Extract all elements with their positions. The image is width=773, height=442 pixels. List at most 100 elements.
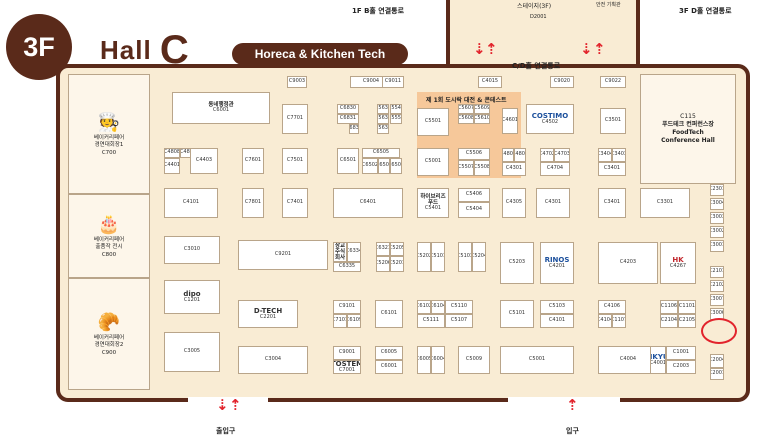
booth-c6832[interactable]: C6832 xyxy=(349,124,359,134)
booth-c2301[interactable]: C2301 xyxy=(710,184,724,196)
booth-c6505[interactable]: C6505 xyxy=(362,148,400,158)
booth-c9101[interactable]: C9101 xyxy=(333,300,361,314)
booth-c6101[interactable]: C6101 xyxy=(375,300,403,328)
booth-c4601[interactable]: C4601 xyxy=(502,108,518,134)
booth-c4203[interactable]: C4203 xyxy=(598,242,658,284)
booth-c7701[interactable]: C7701 xyxy=(282,104,308,134)
booth-c4808[interactable]: C4808 xyxy=(164,148,180,158)
booth-c2102[interactable]: C2102 xyxy=(710,280,724,292)
booth-c5550[interactable]: C5550 xyxy=(390,114,402,124)
booth-c5406[interactable]: C5406 xyxy=(458,188,490,202)
booth-c4004[interactable]: C4004 xyxy=(598,346,658,374)
booth-c6504[interactable]: C6504 xyxy=(390,158,402,174)
booth-c4106[interactable]: C4106 xyxy=(598,300,626,314)
booth-c5206[interactable]: C5206 xyxy=(376,256,390,272)
booth-c9003[interactable]: C9003 xyxy=(287,76,307,88)
booth-c2101[interactable]: C2101 xyxy=(710,266,724,278)
booth-c5103[interactable]: C5103 xyxy=(540,300,574,314)
booth-c4401[interactable]: C4401 xyxy=(164,158,180,174)
left-zone[interactable]: 🥐 베이커리페어 경연대회장2 C900 xyxy=(68,278,150,390)
booth-c5609[interactable]: C5609 xyxy=(474,104,490,114)
booth-c5638[interactable]: C5638 xyxy=(377,114,389,124)
booth-c3404[interactable]: C3404 xyxy=(598,148,612,162)
booth-c4704[interactable]: C4704 xyxy=(540,162,570,176)
booth-c5001[interactable]: C5001 xyxy=(417,148,449,176)
booth-c5101[interactable]: C5101 xyxy=(500,300,534,328)
booth-c5103[interactable]: C5103 xyxy=(458,242,472,272)
booth-c7201[interactable]: 대아상교주식회사C7201 xyxy=(333,242,347,262)
booth-c6005[interactable]: C6005 xyxy=(375,346,403,360)
booth-c7001[interactable]: TOSTEMC7001 xyxy=(333,360,361,374)
booth-c7801[interactable]: C7801 xyxy=(242,188,264,218)
booth-c2001[interactable]: C2001 xyxy=(710,368,724,380)
booth-c9022[interactable]: C9022 xyxy=(600,76,626,88)
booth-c5507[interactable]: C5507 xyxy=(458,160,474,176)
booth-c3401[interactable]: C3401 xyxy=(598,188,626,218)
booth-c4301[interactable]: C4301 xyxy=(536,188,570,218)
booth-c4403[interactable]: C4403 xyxy=(190,148,218,174)
booth-c6831[interactable]: C6831 xyxy=(337,114,359,124)
booth-c3007[interactable]: C3007 xyxy=(710,294,724,306)
conference-hall[interactable]: C115 푸드테크 컨퍼런스장 FoodTech Conference Hall xyxy=(640,74,736,184)
booth-c5205[interactable]: C5205 xyxy=(390,242,404,256)
booth-c6401[interactable]: C6401 xyxy=(333,188,403,218)
booth-c4703[interactable]: C4703 xyxy=(554,148,570,162)
booth-c4803[interactable]: C4803 xyxy=(502,148,514,162)
booth-c9201[interactable]: C9201 xyxy=(238,240,328,270)
booth-c5608[interactable]: C5608 xyxy=(458,114,474,124)
booth-c6321[interactable]: C6321 xyxy=(376,242,390,256)
booth-c5610[interactable]: C5610 xyxy=(474,114,490,124)
booth-c5009[interactable]: C5009 xyxy=(458,346,490,374)
booth-c7601[interactable]: C7601 xyxy=(242,148,264,174)
booth-c3401[interactable]: C3401 xyxy=(598,162,626,176)
booth-c4101[interactable]: C4101 xyxy=(540,314,574,328)
booth-c2003[interactable]: C2003 xyxy=(666,360,696,374)
booth-c4015[interactable]: C4015 xyxy=(478,76,502,88)
booth-c5101[interactable]: C5101 xyxy=(431,242,445,272)
booth-c3002[interactable]: C3002 xyxy=(710,226,724,238)
booth-c3010[interactable]: C3010 xyxy=(164,236,220,264)
booth-c5639[interactable]: C5639 xyxy=(377,124,389,134)
booth-c5404[interactable]: C5404 xyxy=(458,202,490,218)
booth-c5107[interactable]: C5107 xyxy=(445,314,473,328)
booth-c5508[interactable]: C5508 xyxy=(474,160,490,176)
booth-c4804[interactable]: C4804 xyxy=(514,148,526,162)
booth-c1106[interactable]: C1106 xyxy=(660,300,678,314)
booth-c6501[interactable]: C6501 xyxy=(337,148,359,174)
booth-c9020[interactable]: C9020 xyxy=(550,76,574,88)
booth-c3004[interactable]: C3004 xyxy=(710,198,724,210)
booth-c3403[interactable]: C3403 xyxy=(612,148,626,162)
booth-c5204[interactable]: C5204 xyxy=(472,242,486,272)
booth-c5001[interactable]: C5001 xyxy=(500,346,574,374)
booth-c3501[interactable]: C3501 xyxy=(600,108,626,134)
booth-c2104[interactable]: C2104 xyxy=(660,314,678,328)
booth-c7501[interactable]: C7501 xyxy=(282,148,308,174)
booth-c1001[interactable]: C1001 xyxy=(666,346,696,360)
booth-c1101[interactable]: C1101 xyxy=(678,300,696,314)
booth-c9001[interactable]: C9001 xyxy=(333,346,361,360)
booth-c4702[interactable]: C4702 xyxy=(540,148,554,162)
booth-c6109[interactable]: C6109 xyxy=(347,314,361,328)
booth-c4301[interactable]: C4301 xyxy=(502,162,526,176)
booth-c6104[interactable]: C6104 xyxy=(431,300,445,314)
booth-c3301[interactable]: C3301 xyxy=(640,188,690,218)
booth-c5637[interactable]: C5637 xyxy=(377,104,389,114)
booth-c3003[interactable]: C3003 xyxy=(710,212,724,224)
booth-c6830[interactable]: C6830 xyxy=(337,104,359,114)
booth-c7101[interactable]: C7101 xyxy=(333,314,347,328)
booth-c9011[interactable]: C9011 xyxy=(382,76,404,88)
booth-c4305[interactable]: C4305 xyxy=(502,188,526,218)
booth-c5201[interactable]: C5201 xyxy=(390,256,404,272)
booth-c3001[interactable]: C3001 xyxy=(710,240,724,252)
booth-c5111[interactable]: C5111 xyxy=(417,314,445,328)
left-zone[interactable]: 🧑‍🍳 베이커리페어 경연대회장1 C700 xyxy=(68,74,150,194)
booth-c5501[interactable]: C5501 xyxy=(417,108,449,136)
booth-c6503[interactable]: C6503 xyxy=(378,158,390,174)
booth-c6001[interactable]: C6001 xyxy=(375,360,403,374)
booth-c6004[interactable]: C6004 xyxy=(431,346,445,374)
booth-c1107[interactable]: C1107 xyxy=(612,314,626,328)
booth-c5202[interactable]: C5202 xyxy=(417,242,431,272)
